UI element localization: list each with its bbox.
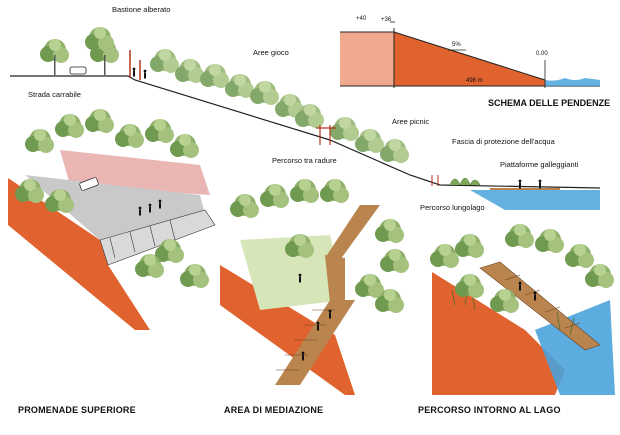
mediazione-sketch [220, 179, 409, 395]
top-section-sketch [10, 27, 601, 210]
caption-lago: PERCORSO INTORNO AL LAGO [418, 405, 561, 415]
label-aree-gioco: Aree gioco [253, 48, 289, 57]
schema-length: 498 m [466, 78, 483, 84]
label-aree-picnic: Aree picnic [392, 117, 430, 126]
caption-promenade: PROMENADE SUPERIORE [18, 405, 136, 415]
schema-elev-left: +40 [356, 16, 367, 22]
label-percorso-tra-radure: Percorso tra radure [272, 156, 337, 165]
caption-mediazione: AREA DI MEDIAZIONE [224, 405, 324, 415]
promenade-sketch [8, 109, 216, 330]
schema-elev-end: 0.00 [536, 51, 548, 57]
label-fascia-protezione: Fascia di protezione dell'acqua [452, 137, 555, 146]
label-piattaforme-galleggianti: Piattaforme galleggianti [500, 160, 579, 169]
label-bastione-alberato: Bastione alberato [112, 5, 171, 14]
label-strada-carrabile: Strada carrabile [28, 90, 81, 99]
schema-title: SCHEMA DELLE PENDENZE [488, 98, 611, 108]
slope-schema [340, 21, 600, 88]
label-percorso-lungolago: Percorso lungolago [420, 203, 485, 212]
schema-elev-mid: +36 [381, 17, 392, 23]
car-icon [69, 66, 87, 75]
schema-slope: 5% [452, 42, 461, 48]
lago-sketch [430, 224, 615, 395]
